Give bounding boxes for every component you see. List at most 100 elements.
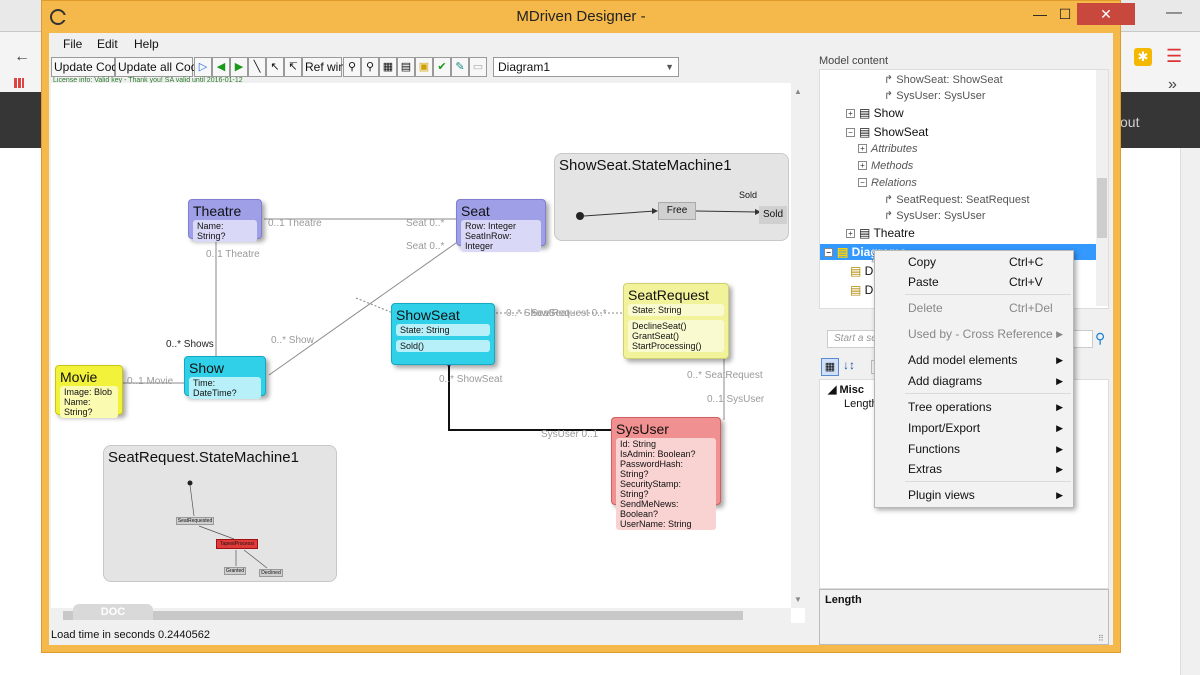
menu-edit[interactable]: Edit bbox=[97, 37, 118, 51]
tree-item-theatre[interactable]: +▤ Theatre bbox=[846, 225, 915, 241]
diagram-canvas[interactable]: 0..1 Theatre Seat 0..* Seat 0..* 0..1 Th… bbox=[51, 83, 805, 623]
class-seatrequest[interactable]: SeatRequest State: String DeclineSeat() … bbox=[623, 283, 729, 359]
back-arrow-icon[interactable]: ← bbox=[14, 48, 30, 65]
pointer-tool-icon[interactable]: ↖ bbox=[266, 57, 284, 77]
zoom-in-icon[interactable]: ⚲ bbox=[343, 57, 361, 77]
canvas-horizontal-scrollbar[interactable] bbox=[51, 608, 791, 623]
expand-icon[interactable]: + bbox=[858, 161, 867, 170]
tree-item-show[interactable]: +▤ Show bbox=[846, 105, 904, 121]
class-theatre[interactable]: Theatre Name: String? bbox=[188, 199, 262, 242]
search-icon[interactable]: ⚲ bbox=[1095, 330, 1106, 346]
forward-circle-icon[interactable]: ▶ bbox=[230, 57, 248, 77]
line-tool-icon[interactable]: ╲ bbox=[248, 57, 266, 77]
class-sysuser[interactable]: SysUser Id: String IsAdmin: Boolean? Pas… bbox=[611, 417, 721, 530]
lock-icon[interactable]: ▣ bbox=[415, 57, 433, 77]
statemachine-showseat[interactable]: ShowSeat.StateMachine1 Free Sold Sold bbox=[554, 153, 789, 241]
menu-file[interactable]: File bbox=[63, 37, 83, 51]
statemachine-seatrequest[interactable]: SeatRequest.StateMachine1 SeatRequested … bbox=[103, 445, 337, 582]
browser-minimize-button[interactable]: — bbox=[1166, 4, 1182, 21]
association-tool-icon[interactable]: ↸ bbox=[284, 57, 302, 77]
scroll-up-icon[interactable]: ▲ bbox=[794, 87, 802, 96]
horizontal-scroll-thumb[interactable] bbox=[63, 611, 743, 620]
doc-tab[interactable]: DOC bbox=[73, 604, 153, 620]
menu-item-functions[interactable]: Functions▶ bbox=[875, 439, 1073, 459]
state-free[interactable]: Free bbox=[658, 202, 696, 220]
state-seatrequested[interactable]: SeatRequested bbox=[176, 517, 214, 525]
extension-star-icon[interactable]: ✱ bbox=[1134, 48, 1152, 66]
menu-shortcut: Ctrl+Del bbox=[1009, 301, 1053, 315]
update-all-code-button[interactable]: Update all Code bbox=[115, 57, 204, 77]
menu-item-add-model-elements[interactable]: Add model elements▶ bbox=[875, 350, 1073, 370]
zoom-out-icon[interactable]: ⚲ bbox=[361, 57, 379, 77]
menu-item-tree-operations[interactable]: Tree operations▶ bbox=[875, 397, 1073, 417]
class-seat[interactable]: Seat Row: Integer SeatInRow: Integer bbox=[456, 199, 546, 252]
menu-item-used-by[interactable]: Used by - Cross Reference▶ bbox=[875, 324, 1073, 344]
class-attributes: Id: String IsAdmin: Boolean? PasswordHas… bbox=[616, 438, 716, 530]
menu-item-extras[interactable]: Extras▶ bbox=[875, 459, 1073, 479]
maximize-button[interactable]: ☐ bbox=[1058, 6, 1072, 22]
resize-grip-icon[interactable]: ⠿ bbox=[1098, 634, 1104, 643]
edit-icon[interactable]: ✎ bbox=[451, 57, 469, 77]
collapse-triangle-icon[interactable]: ◢ bbox=[828, 384, 840, 396]
state-sold[interactable]: Sold bbox=[759, 206, 787, 224]
menu-item-add-diagrams[interactable]: Add diagrams▶ bbox=[875, 371, 1073, 391]
expand-icon[interactable]: + bbox=[858, 144, 867, 153]
run-icon[interactable]: ▷ bbox=[194, 57, 212, 77]
state-granted[interactable]: Granted bbox=[224, 567, 246, 575]
expand-icon[interactable]: + bbox=[846, 109, 855, 118]
collapse-icon[interactable]: − bbox=[858, 178, 867, 187]
sort-az-icon[interactable]: ↓↕ bbox=[843, 358, 855, 372]
class-show[interactable]: Show Time: DateTime? bbox=[184, 356, 266, 399]
tree-item-methods[interactable]: +Methods bbox=[858, 158, 913, 174]
menu-item-label: Add diagrams bbox=[908, 374, 983, 388]
website-header-link[interactable]: out bbox=[1120, 114, 1140, 130]
close-button[interactable]: ✕ bbox=[1077, 3, 1135, 25]
disabled-tool-icon[interactable]: ▭ bbox=[469, 57, 487, 77]
state-declined[interactable]: Declined bbox=[259, 569, 283, 577]
menu-item-label: Copy bbox=[908, 255, 937, 269]
tree-item-attributes[interactable]: +Attributes bbox=[858, 141, 917, 157]
submenu-arrow-icon: ▶ bbox=[1056, 355, 1063, 365]
scroll-down-icon[interactable]: ▼ bbox=[794, 595, 802, 604]
tree-item-showseat[interactable]: −▤ ShowSeat bbox=[846, 124, 928, 140]
tree-item[interactable]: ↱ ShowSeat: ShowSeat bbox=[884, 72, 1003, 88]
bookmarks-overflow-icon[interactable]: » bbox=[1168, 76, 1177, 93]
property-length[interactable]: Length bbox=[844, 398, 878, 410]
categorized-icon[interactable]: ▦ bbox=[821, 358, 839, 376]
tree-scroll-thumb[interactable] bbox=[1097, 178, 1107, 238]
collapse-icon[interactable]: − bbox=[846, 128, 855, 137]
menu-help[interactable]: Help bbox=[134, 37, 159, 51]
menu-item-label: Import/Export bbox=[908, 421, 981, 435]
ref-win-button[interactable]: Ref win bbox=[302, 57, 345, 77]
back-circle-icon[interactable]: ◀ bbox=[212, 57, 230, 77]
class-movie[interactable]: Movie Image: Blob Name: String? bbox=[55, 365, 123, 418]
tree-scrollbar[interactable] bbox=[1096, 70, 1108, 306]
tree-item[interactable]: ↱ SeatRequest: SeatRequest bbox=[884, 192, 1030, 208]
menu-shortcut: Ctrl+V bbox=[1009, 275, 1043, 289]
apps-grid-icon[interactable] bbox=[14, 78, 24, 88]
check-icon[interactable]: ✔ bbox=[433, 57, 451, 77]
property-section-misc[interactable]: ◢ Misc bbox=[828, 383, 864, 396]
minimize-button[interactable]: — bbox=[1033, 6, 1047, 22]
update-code-button[interactable]: Update Code bbox=[51, 57, 125, 77]
class-showseat[interactable]: ShowSeat State: String Sold() bbox=[391, 303, 495, 365]
diagram-select[interactable]: Diagram1 ▼ bbox=[493, 57, 679, 77]
film-icon[interactable]: ▤ bbox=[397, 57, 415, 77]
menu-item-plugin-views[interactable]: Plugin views▶ bbox=[875, 485, 1073, 505]
expand-icon[interactable]: + bbox=[846, 229, 855, 238]
canvas-vertical-scrollbar[interactable]: ▲ ▼ bbox=[791, 83, 805, 608]
state-processing[interactable]: TapestProcessi bbox=[216, 539, 258, 549]
title-bar[interactable]: MDriven Designer - — ☐ ✕ bbox=[42, 1, 1135, 33]
menu-item-import-export[interactable]: Import/Export▶ bbox=[875, 418, 1073, 438]
browser-menu-icon[interactable]: ☰ bbox=[1166, 46, 1183, 66]
collapse-icon[interactable]: − bbox=[824, 248, 833, 257]
tree-item[interactable]: ↱ SysUser: SysUser bbox=[884, 208, 986, 224]
table-icon[interactable]: ▦ bbox=[379, 57, 397, 77]
label-seatrequest-mult2: 0..* SeatRequest bbox=[687, 370, 763, 381]
tree-item[interactable]: ↱ SysUser: SysUser bbox=[884, 88, 986, 104]
browser-scrollbar[interactable] bbox=[1180, 148, 1200, 675]
tree-item-relations[interactable]: −Relations bbox=[858, 175, 917, 191]
